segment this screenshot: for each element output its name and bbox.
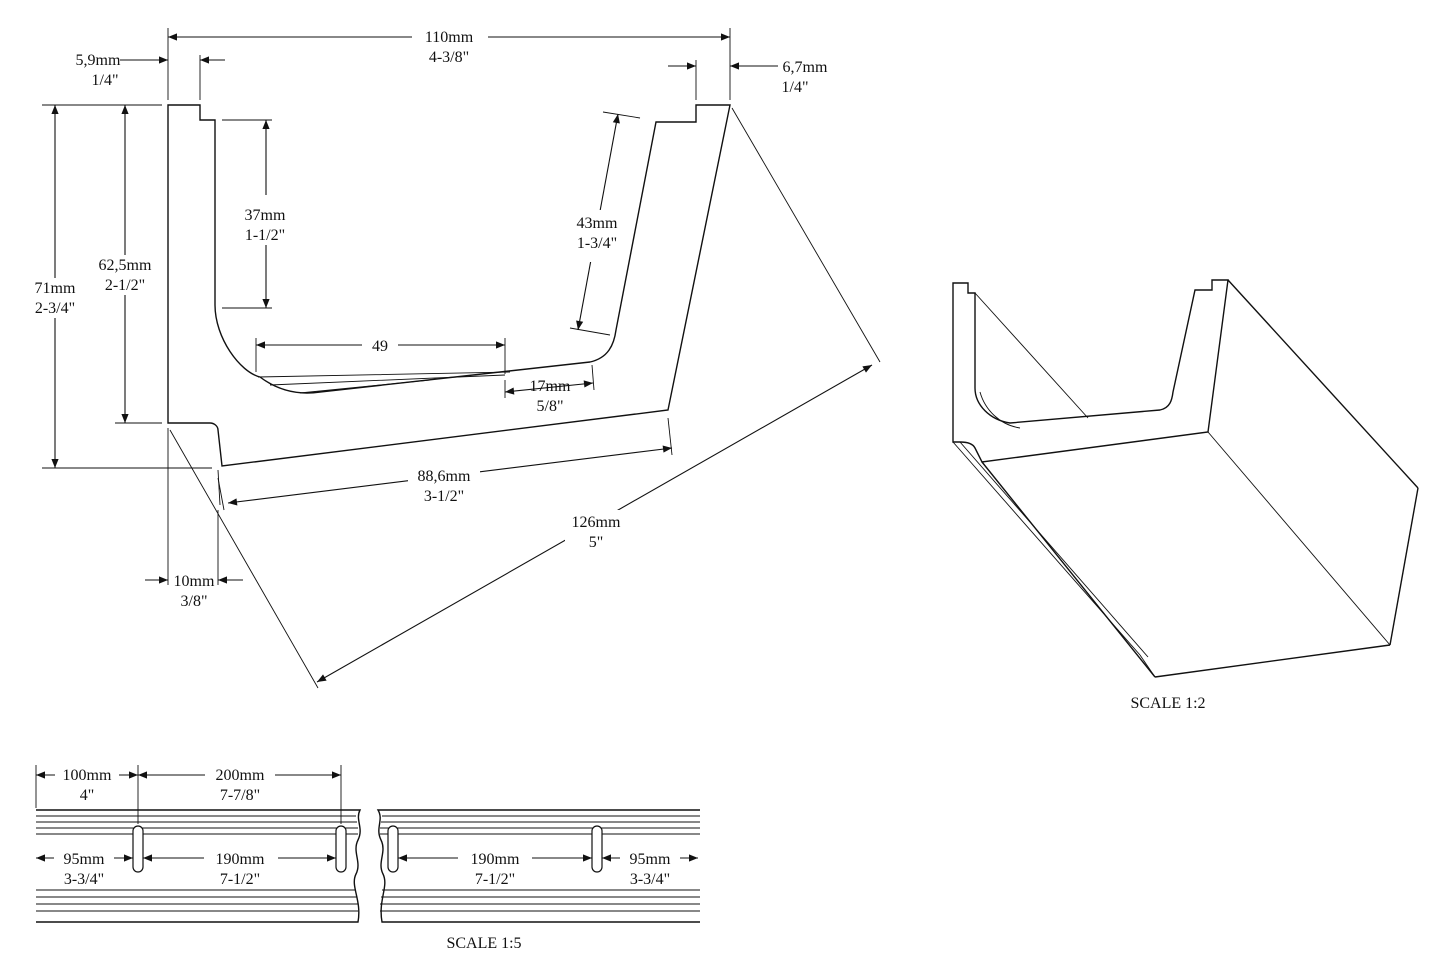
label-rail-top-spacing-in: 7-7/8" (220, 787, 260, 804)
iso-left-end (952, 279, 1229, 463)
label-base-foot-in: 3/8" (181, 593, 208, 610)
profile-view: 110mm 4-3/8" 5,9mm 1/4" 6,7mm 1/4" 71mm … (35, 26, 881, 689)
label-base-foot-mm: 10mm (174, 573, 215, 590)
label-inner-back-in: 1-1/2" (245, 227, 285, 244)
label-back-height-mm: 62,5mm (99, 257, 152, 274)
label-overall-width-in: 4-3/8" (429, 49, 469, 66)
label-rail-bottom-right-spacing-mm: 190mm (471, 851, 520, 868)
iso-view: SCALE 1:2 (952, 279, 1419, 712)
label-base-width-in: 3-1/2" (424, 488, 464, 505)
label-floor-width: 49 (372, 338, 388, 355)
label-left-lip-mm: 5,9mm (76, 52, 121, 69)
profile-outline (167, 104, 731, 467)
rail-right-segment (376, 809, 700, 923)
rail-scale-label: SCALE 1:5 (446, 935, 521, 952)
label-rail-bottom-left-end-in: 3-3/4" (64, 871, 104, 888)
label-rail-bottom-left-end-mm: 95mm (64, 851, 105, 868)
label-overall-height-in: 2-3/4" (35, 300, 75, 317)
rail-slot (132, 825, 144, 873)
label-left-lip-in: 1/4" (92, 72, 119, 89)
label-overall-height-mm: 71mm (35, 280, 76, 297)
label-base-width-mm: 88,6mm (418, 468, 471, 485)
label-rail-bottom-left-spacing-in: 7-1/2" (220, 871, 260, 888)
rail-slot (591, 825, 603, 873)
label-diagonal-in: 5" (589, 534, 604, 551)
label-rail-bottom-right-end-mm: 95mm (630, 851, 671, 868)
label-front-wall-in: 1-3/4" (577, 235, 617, 252)
label-diagonal-mm: 126mm (572, 514, 621, 531)
rail-slot (387, 825, 399, 873)
label-floor-step-mm: 17mm (530, 378, 571, 395)
label-rail-top-left-in: 4" (80, 787, 95, 804)
rail-view: 100mm 4" 200mm 7-7/8" 95mm 3-3/4" 190mm … (35, 764, 700, 952)
rail-slot (335, 825, 347, 873)
label-rail-bottom-right-spacing-in: 7-1/2" (475, 871, 515, 888)
label-floor-step-in: 5/8" (537, 398, 564, 415)
label-right-lip-in: 1/4" (782, 79, 809, 96)
label-rail-bottom-right-end-in: 3-3/4" (630, 871, 670, 888)
label-rail-bottom-left-spacing-mm: 190mm (216, 851, 265, 868)
label-inner-back-mm: 37mm (245, 207, 286, 224)
label-rail-top-spacing-mm: 200mm (216, 767, 265, 784)
extension-lines (42, 28, 881, 689)
iso-scale-label: SCALE 1:2 (1130, 695, 1205, 712)
label-back-height-in: 2-1/2" (105, 277, 145, 294)
label-overall-width-mm: 110mm (425, 29, 474, 46)
label-front-wall-mm: 43mm (577, 215, 618, 232)
rail-left-segment (36, 809, 362, 923)
profile-base-stem (217, 469, 221, 506)
label-rail-top-left-mm: 100mm (63, 767, 112, 784)
label-right-lip-mm: 6,7mm (783, 59, 828, 76)
